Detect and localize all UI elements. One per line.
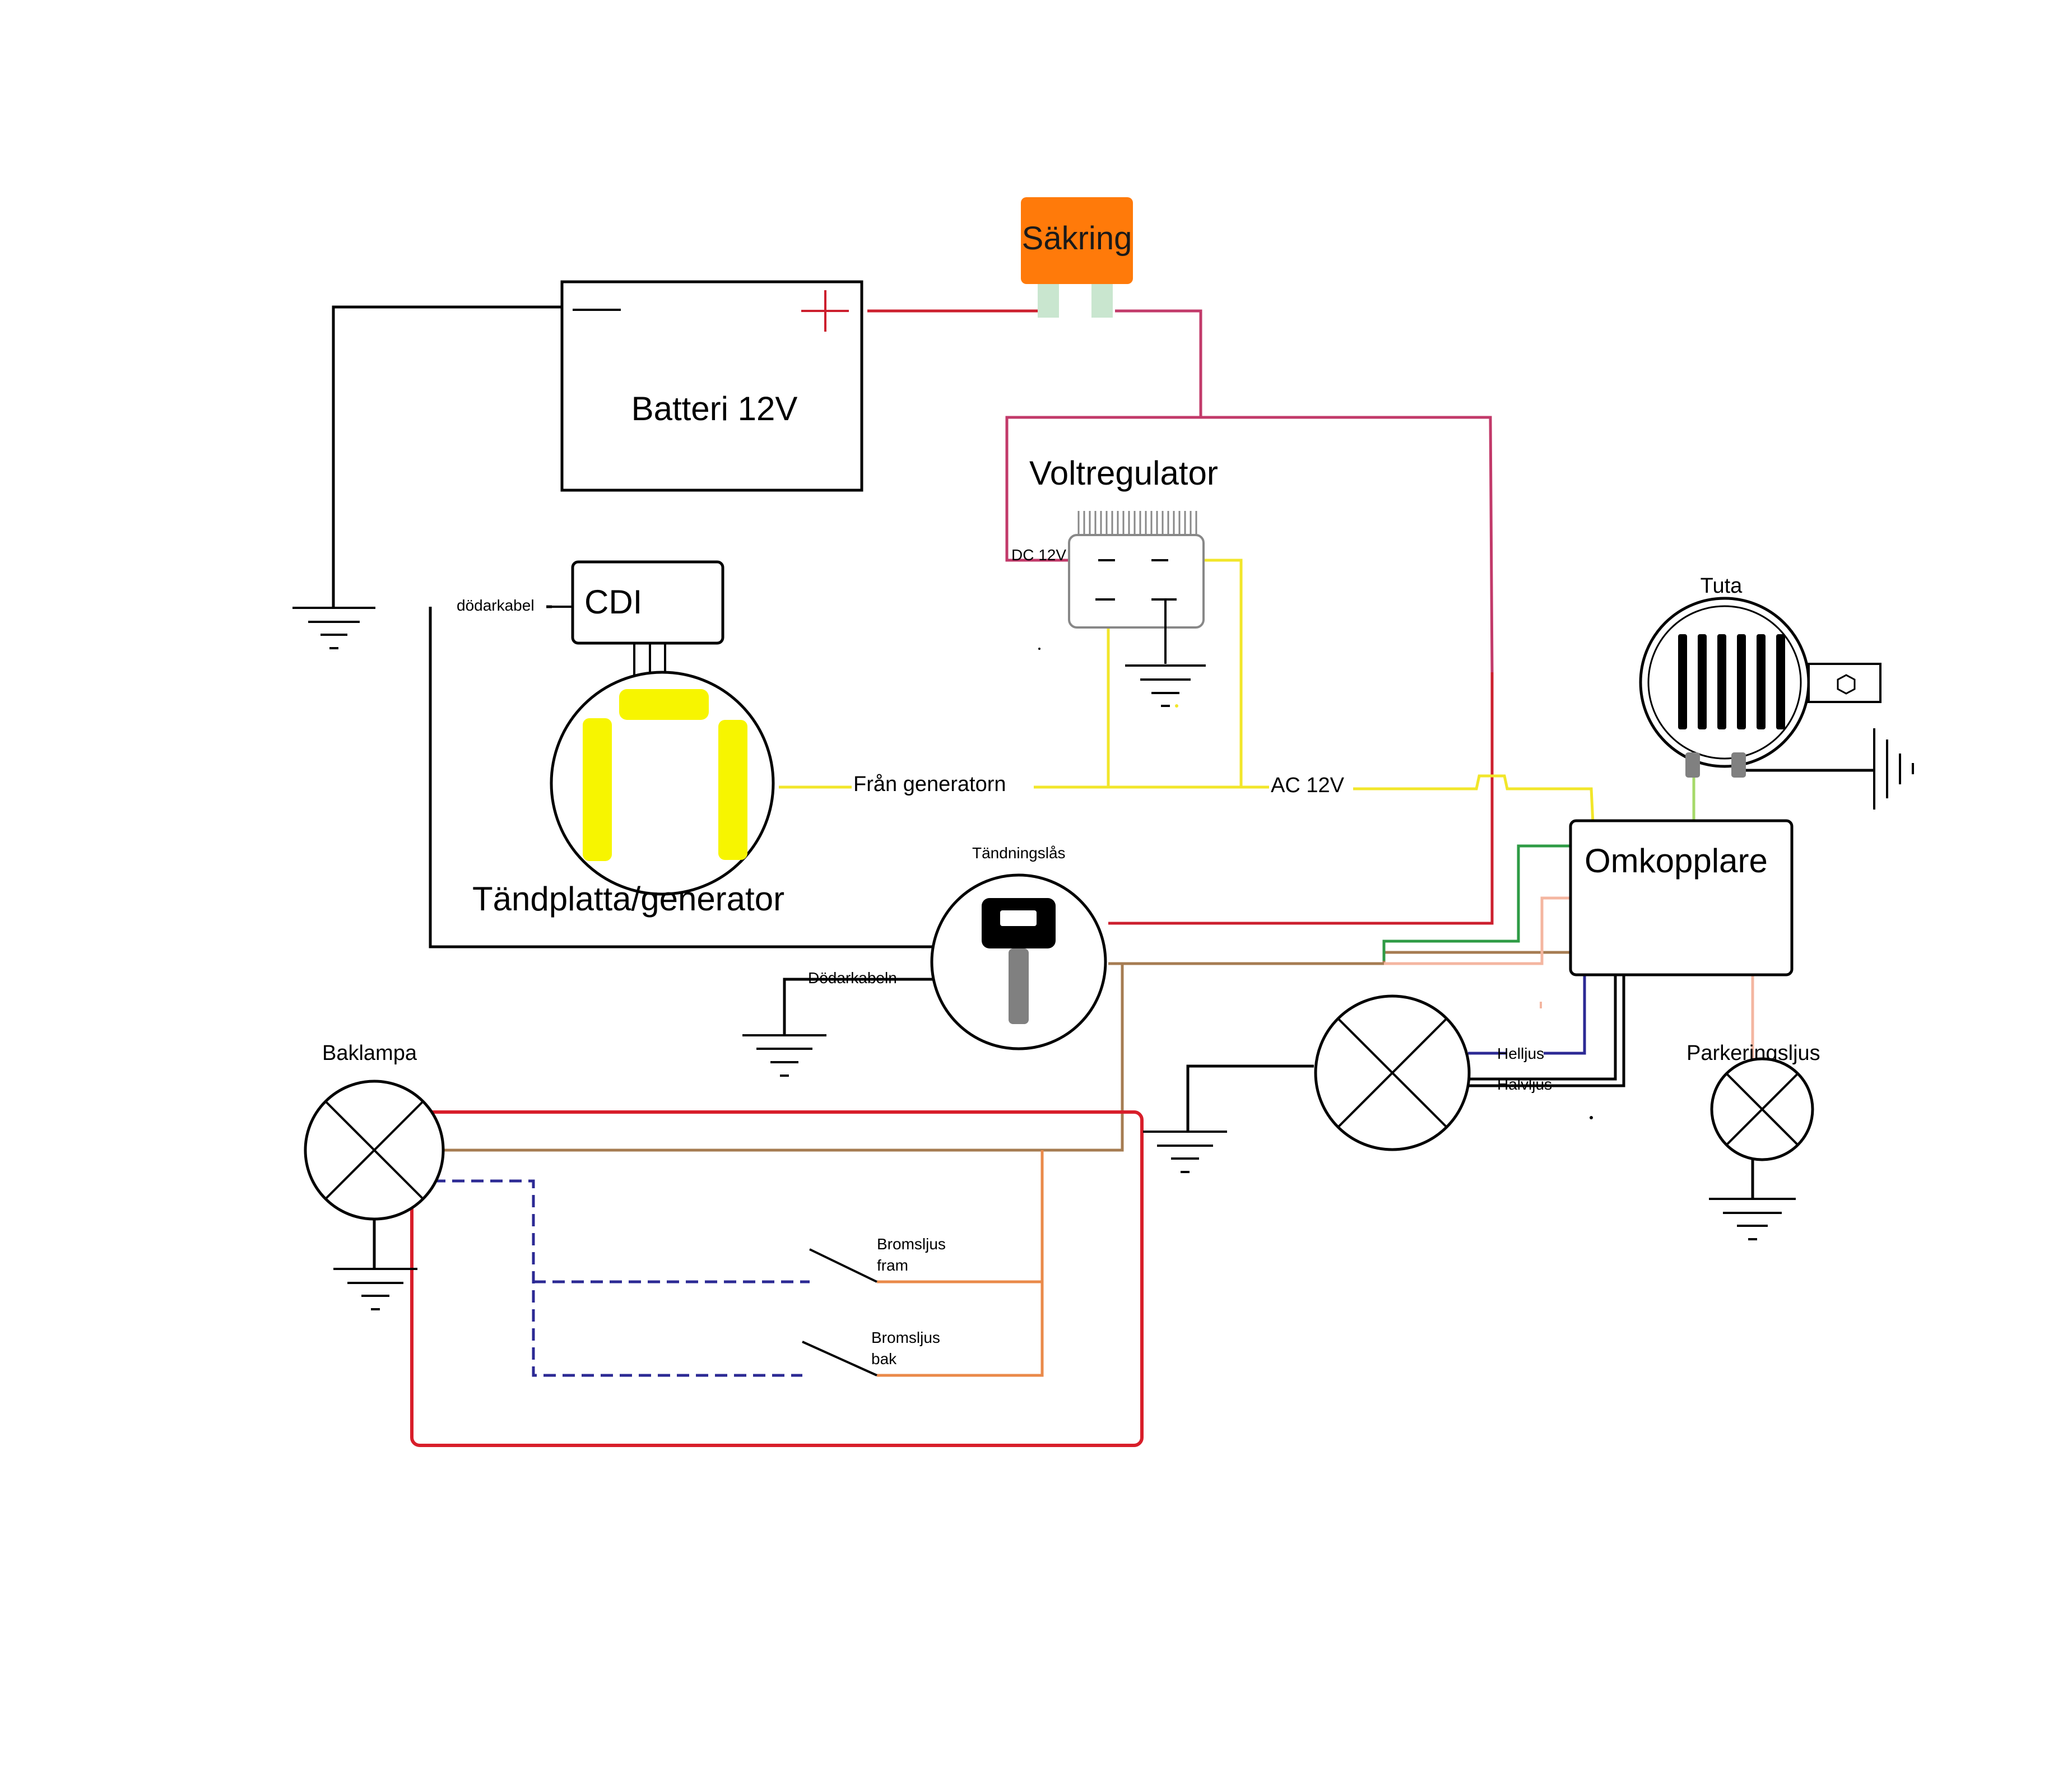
battery: Batteri 12V [560, 280, 863, 492]
brake-dashed-top [433, 1179, 802, 1377]
cdi-unit: CDI dödarkabel [457, 560, 724, 678]
brake-loop-red [410, 1110, 1144, 1447]
peach-wire [1384, 896, 1571, 965]
high-beam-label: Helljus [1497, 1045, 1544, 1062]
switch-box: Omkopplare [1569, 819, 1794, 976]
headlamp-ground-wire [1186, 1064, 1314, 1132]
cdi-label: CDI [584, 583, 642, 621]
from-generator-label: Från generatorn [853, 773, 1006, 796]
ac12-wire [1353, 774, 1595, 824]
low-beam-label: Halvljus [1497, 1076, 1552, 1093]
key-icon [982, 898, 1056, 1024]
switch-icon [802, 1341, 877, 1376]
switch-icon [809, 1248, 877, 1283]
regulator-dc-wire [1005, 416, 1201, 562]
brake-switch-front: Bromsljus fram [809, 1235, 946, 1283]
fuse-out-wire [1115, 309, 1202, 417]
ignition-brown-wire [1108, 951, 1571, 965]
horn: Tuta [1639, 574, 1914, 810]
switch-label: Omkopplare [1585, 842, 1768, 880]
regulator-label: Voltregulator [1029, 454, 1218, 492]
brake-front-label-2: fram [877, 1257, 908, 1274]
horn-label: Tuta [1701, 574, 1743, 598]
ignition-lock: Tändningslås Dödarkabeln [808, 844, 1107, 1050]
brake-front-label-1: Bromsljus [877, 1235, 946, 1253]
main-magenta-wire [1201, 416, 1494, 673]
ac12-label: AC 12V [1271, 774, 1345, 797]
main-red-wire [1108, 672, 1494, 925]
voltage-regulator: Voltregulator DC 12V [1011, 454, 1218, 664]
kill-wire-key-label: Dödarkabeln [808, 969, 897, 987]
generator: Tändplatta/generator [472, 671, 784, 918]
regulator-icon [1077, 511, 1197, 535]
tail-label: Baklampa [322, 1041, 417, 1065]
ground-icon [1125, 664, 1206, 707]
tail-lamp: Baklampa [304, 1041, 445, 1221]
dc12-label: DC 12V [1011, 546, 1066, 564]
green-wire [1382, 844, 1571, 961]
brake-switch-rear: Bromsljus bak [802, 1329, 940, 1376]
horn-icon [1678, 634, 1785, 729]
kill-wire-loop [429, 607, 935, 948]
horn-ground-icon [1873, 728, 1914, 810]
ground-icon [333, 1268, 417, 1310]
low-beam-wire-2 [1468, 974, 1625, 1087]
high-beam-wire [1544, 974, 1586, 1055]
fuse-label: Säkring [1022, 220, 1132, 257]
brake-orange-wire-2 [877, 1150, 1044, 1377]
low-beam-wire-1 [1468, 974, 1617, 1081]
battery-ground-wire [332, 305, 563, 608]
ground-icon [1143, 1131, 1227, 1173]
battery-label: Batteri 12V [631, 390, 798, 427]
brake-rear-label-2: bak [871, 1350, 897, 1368]
brake-rear-label-1: Bromsljus [871, 1329, 940, 1346]
ground-icon [742, 1034, 826, 1077]
parking-lamp: Parkeringsljus [1687, 1041, 1820, 1161]
ignition-label: Tändningslås [972, 844, 1066, 862]
kill-wire-cdi-label: dödarkabel [457, 597, 535, 614]
ground-icon [292, 607, 375, 649]
fuse: Säkring [1021, 197, 1133, 318]
generator-label: Tändplatta/generator [472, 880, 784, 918]
ground-icon [1709, 1198, 1796, 1240]
coil-icon [583, 689, 747, 861]
ignition-brown-down [443, 964, 1124, 1152]
headlamp: Helljus Halvljus [1314, 994, 1552, 1151]
key-kill-wire [783, 978, 935, 1035]
